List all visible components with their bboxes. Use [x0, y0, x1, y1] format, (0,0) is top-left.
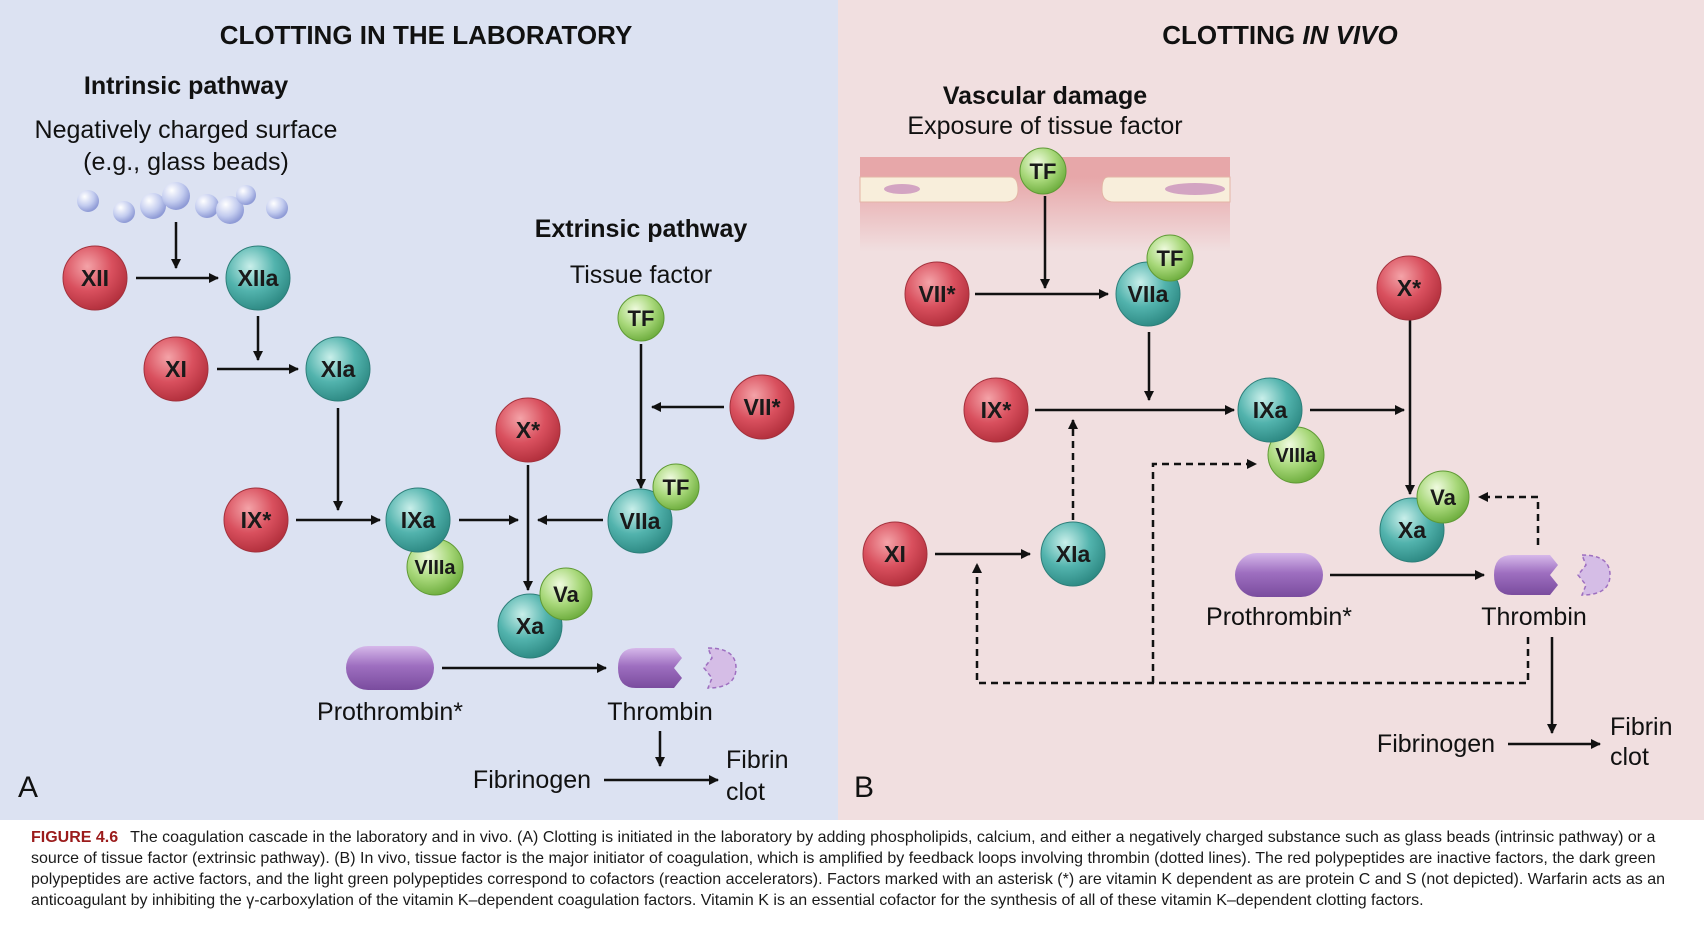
svg-text:IX*: IX* — [981, 397, 1012, 423]
svg-text:Va: Va — [553, 582, 579, 607]
svg-text:Xa: Xa — [1398, 517, 1426, 543]
fibrin-label-b: Fibrin — [1610, 713, 1673, 741]
cofactor-va: Va — [539, 567, 593, 621]
extrinsic-pathway-heading: Extrinsic pathway — [535, 215, 748, 243]
svg-text:X*: X* — [516, 417, 540, 443]
factor-vii: VII* — [729, 374, 795, 440]
panel-a-arrows — [136, 222, 724, 785]
thrombin-fragment — [703, 647, 737, 689]
svg-text:VII*: VII* — [918, 281, 955, 307]
figure-label: FIGURE 4.6 — [31, 829, 119, 846]
prothrombin-capsule — [346, 646, 434, 690]
clot-label-b: clot — [1610, 743, 1649, 771]
svg-text:VIIa: VIIa — [620, 508, 661, 534]
factor-x: X* — [495, 397, 561, 463]
cofactor-viiia-b: VIIIa — [1267, 426, 1325, 484]
cofactor-tf-viia-b: TF — [1146, 234, 1194, 282]
panel-b-letter: B — [854, 771, 874, 804]
glass-beads-icon — [77, 182, 288, 224]
panel-a-title: CLOTTING IN THE LABORATORY — [220, 20, 633, 50]
svg-text:TF: TF — [663, 475, 690, 500]
fibrinogen-label: Fibrinogen — [473, 766, 591, 794]
factor-x-b: X* — [1376, 255, 1442, 321]
factor-vii-b: VII* — [904, 261, 970, 327]
thrombin-shape — [618, 648, 682, 688]
svg-text:VIIIa: VIIIa — [414, 557, 456, 579]
thrombin-label: Thrombin — [607, 698, 713, 726]
cofactor-tf-top: TF — [617, 294, 665, 342]
svg-text:IX*: IX* — [241, 507, 272, 533]
svg-text:TF: TF — [628, 306, 655, 331]
svg-text:VII*: VII* — [743, 394, 780, 420]
svg-text:IXa: IXa — [401, 507, 436, 533]
surface-label-line1: Negatively charged surface — [35, 116, 338, 144]
thrombin-shape-b — [1494, 555, 1558, 595]
panel-b: CLOTTING IN VIVO Vascular damage Exposur… — [854, 20, 1673, 804]
vascular-damage-heading: Vascular damage — [943, 82, 1147, 110]
panel-a: CLOTTING IN THE LABORATORY Intrinsic pat… — [18, 20, 795, 806]
panel-b-title: CLOTTING IN VIVO — [1162, 20, 1397, 50]
svg-text:TF: TF — [1030, 159, 1057, 184]
clot-label: clot — [726, 778, 765, 806]
svg-text:Xa: Xa — [516, 613, 544, 639]
svg-text:XII: XII — [81, 265, 109, 291]
panel-a-letter: A — [18, 771, 38, 804]
tissue-factor-label: Tissue factor — [570, 261, 712, 289]
svg-text:XIIa: XIIa — [238, 265, 279, 291]
prothrombin-label: Prothrombin* — [317, 698, 463, 726]
panel-b-arrows — [935, 196, 1601, 749]
svg-text:X*: X* — [1397, 275, 1421, 301]
svg-text:XI: XI — [165, 356, 187, 382]
svg-text:VIIa: VIIa — [1128, 281, 1169, 307]
factor-ixa: IXa — [385, 487, 451, 553]
exposure-label: Exposure of tissue factor — [907, 112, 1182, 140]
prothrombin-label-b: Prothrombin* — [1206, 603, 1352, 631]
factor-ix: IX* — [223, 487, 289, 553]
svg-text:Va: Va — [1430, 485, 1456, 510]
cofactor-tf-viia: TF — [652, 463, 700, 511]
svg-text:XIa: XIa — [1056, 541, 1091, 567]
factor-xiia: XIIa — [225, 245, 291, 311]
factor-xii: XII — [62, 245, 128, 311]
cofactor-viiia: VIIIa — [406, 538, 464, 596]
feedback-loops — [972, 419, 1540, 685]
intrinsic-pathway-heading: Intrinsic pathway — [84, 72, 288, 100]
cofactor-va-b: Va — [1416, 470, 1470, 524]
svg-text:XIa: XIa — [321, 356, 356, 382]
cofactor-tf-wall: TF — [1019, 147, 1067, 195]
fibrinogen-label-b: Fibrinogen — [1377, 730, 1495, 758]
thrombin-fragment-b — [1577, 554, 1611, 596]
thrombin-label-b: Thrombin — [1481, 603, 1587, 631]
surface-label-line2: (e.g., glass beads) — [83, 148, 289, 176]
factor-xia: XIa — [305, 336, 371, 402]
factor-xia-b: XIa — [1040, 521, 1106, 587]
svg-text:XI: XI — [884, 541, 906, 567]
svg-text:IXa: IXa — [1253, 397, 1288, 423]
factor-ixa-b: IXa — [1237, 377, 1303, 443]
svg-text:TF: TF — [1157, 246, 1184, 271]
factor-xi-b: XI — [862, 521, 928, 587]
caption-text: The coagulation cascade in the laborator… — [31, 829, 1666, 909]
fibrin-label: Fibrin — [726, 746, 789, 774]
factor-xi: XI — [143, 336, 209, 402]
svg-text:VIIIa: VIIIa — [1275, 445, 1317, 467]
prothrombin-capsule-b — [1235, 553, 1323, 597]
factor-ix-b: IX* — [963, 377, 1029, 443]
factor-viia: VIIa — [607, 488, 673, 554]
